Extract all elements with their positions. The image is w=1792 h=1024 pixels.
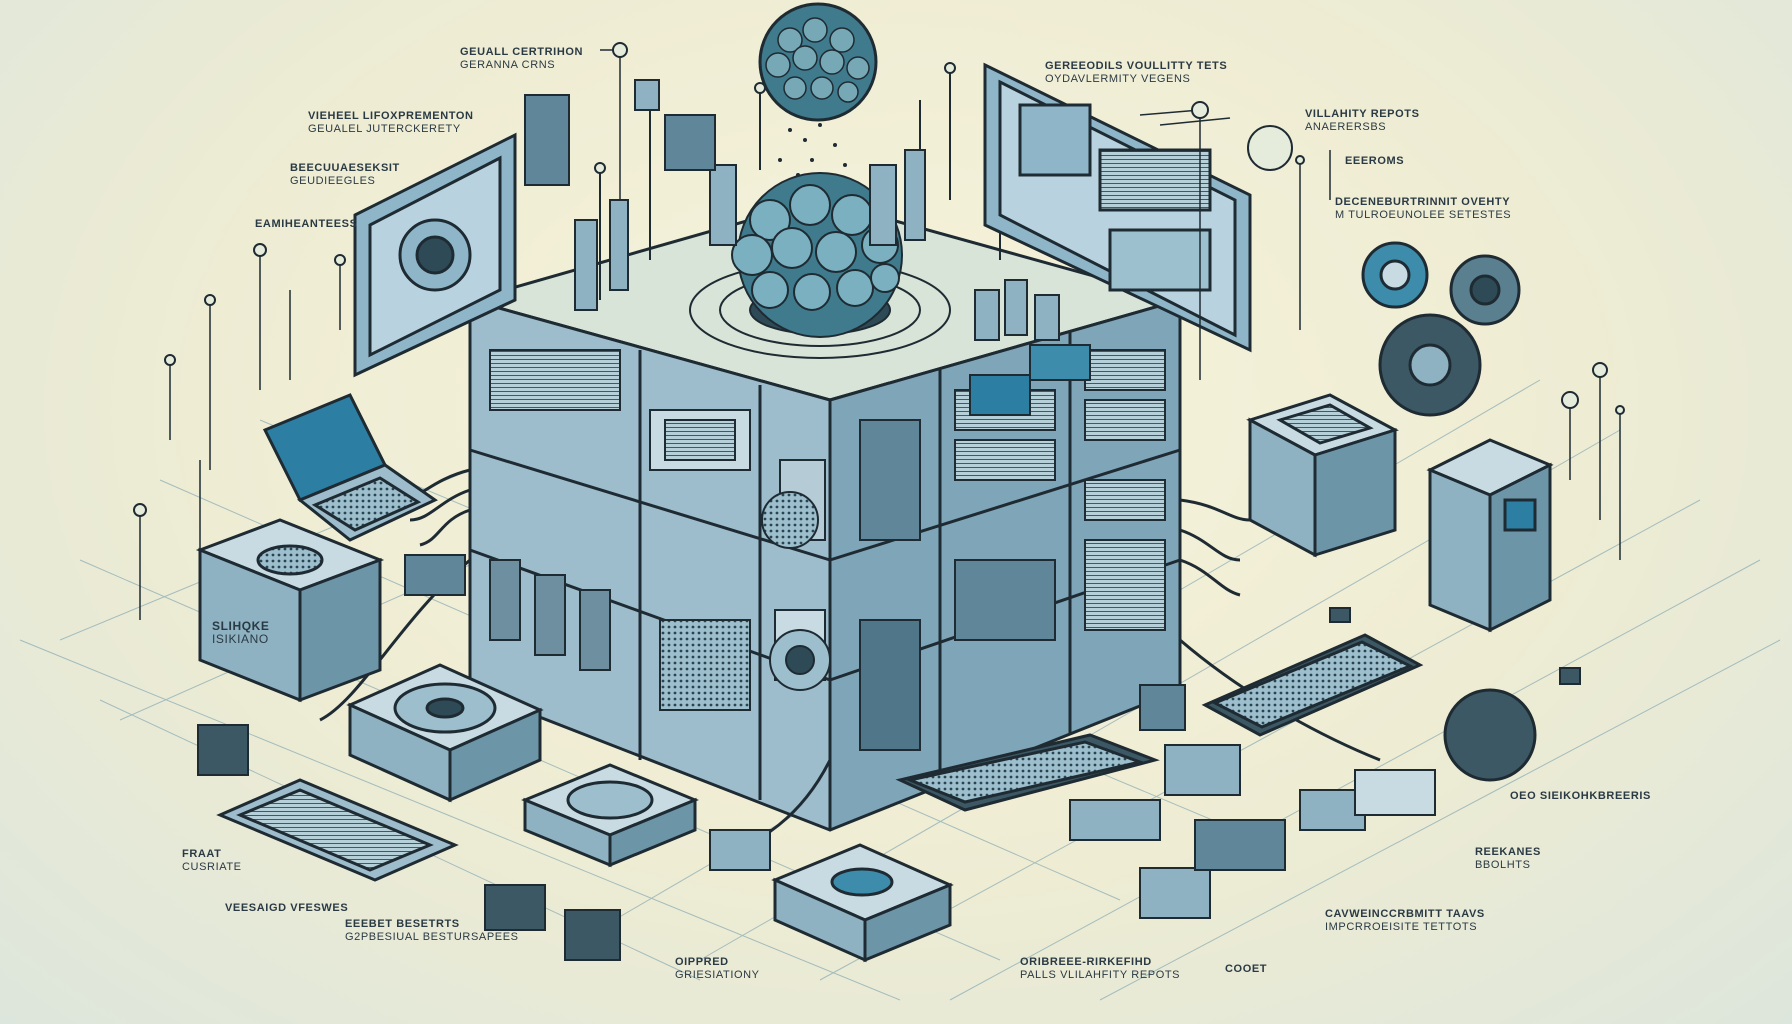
callout-bottom-left-2: VEESAIGD VFESWES <box>225 902 349 914</box>
cloud-cluster-main <box>731 172 903 338</box>
tower-pc-right <box>1426 438 1554 633</box>
monitor-right <box>983 62 1252 353</box>
disk-drive-left <box>346 663 544 803</box>
keyboard-center <box>895 733 1160 812</box>
callout-right-1: EEEROMS <box>1345 155 1405 167</box>
small-components <box>197 79 1581 961</box>
callout-lines <box>139 49 1621 620</box>
callout-left-3: EAMIHEANTEESS <box>255 218 358 230</box>
callout-right-4: OEO SIEIKOHKBREERIS <box>1510 790 1651 802</box>
tablet-device <box>216 778 459 882</box>
callout-bottom-right-1: COOET <box>1225 963 1268 975</box>
gear-icons <box>1361 241 1537 782</box>
disk-drive-center <box>521 763 699 868</box>
storage-unit-right <box>1246 393 1399 558</box>
cloud-sphere-top <box>758 2 878 122</box>
rack-panels <box>489 344 1166 751</box>
keyboard-right <box>1201 633 1424 737</box>
power-supply-device <box>195 518 385 703</box>
monitor-left <box>353 132 517 378</box>
antenna-towers <box>574 149 1060 341</box>
disk-drive-bottom <box>771 843 954 963</box>
callout-dots <box>133 42 1625 517</box>
laptop <box>262 393 438 542</box>
